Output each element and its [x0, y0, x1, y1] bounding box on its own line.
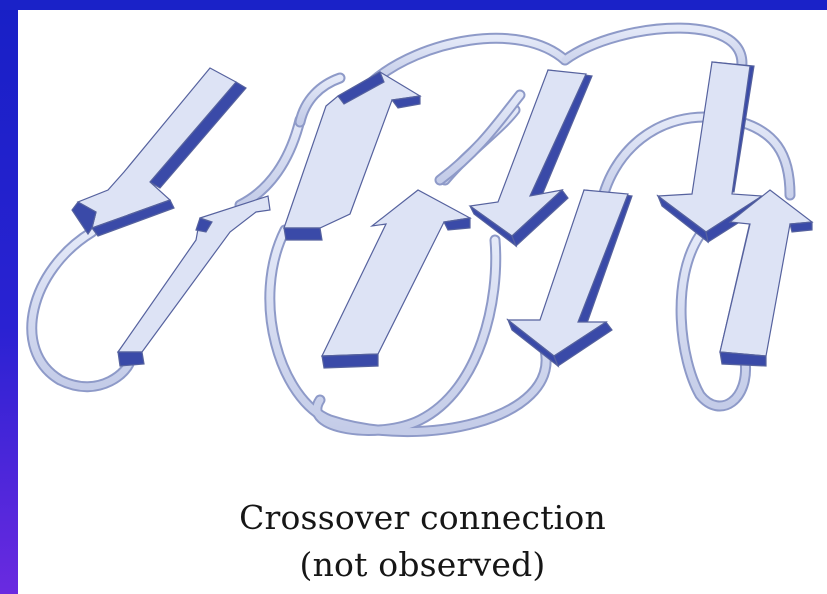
loop-2-3: [240, 120, 300, 205]
caption-line-1: Crossover connection: [18, 496, 827, 540]
beta-strands: [72, 62, 812, 368]
beta-strand-1: [72, 68, 246, 236]
caption-line-2: (not observed): [18, 543, 827, 587]
loop-1-2: [32, 232, 130, 387]
beta-strand-2: [118, 196, 270, 366]
